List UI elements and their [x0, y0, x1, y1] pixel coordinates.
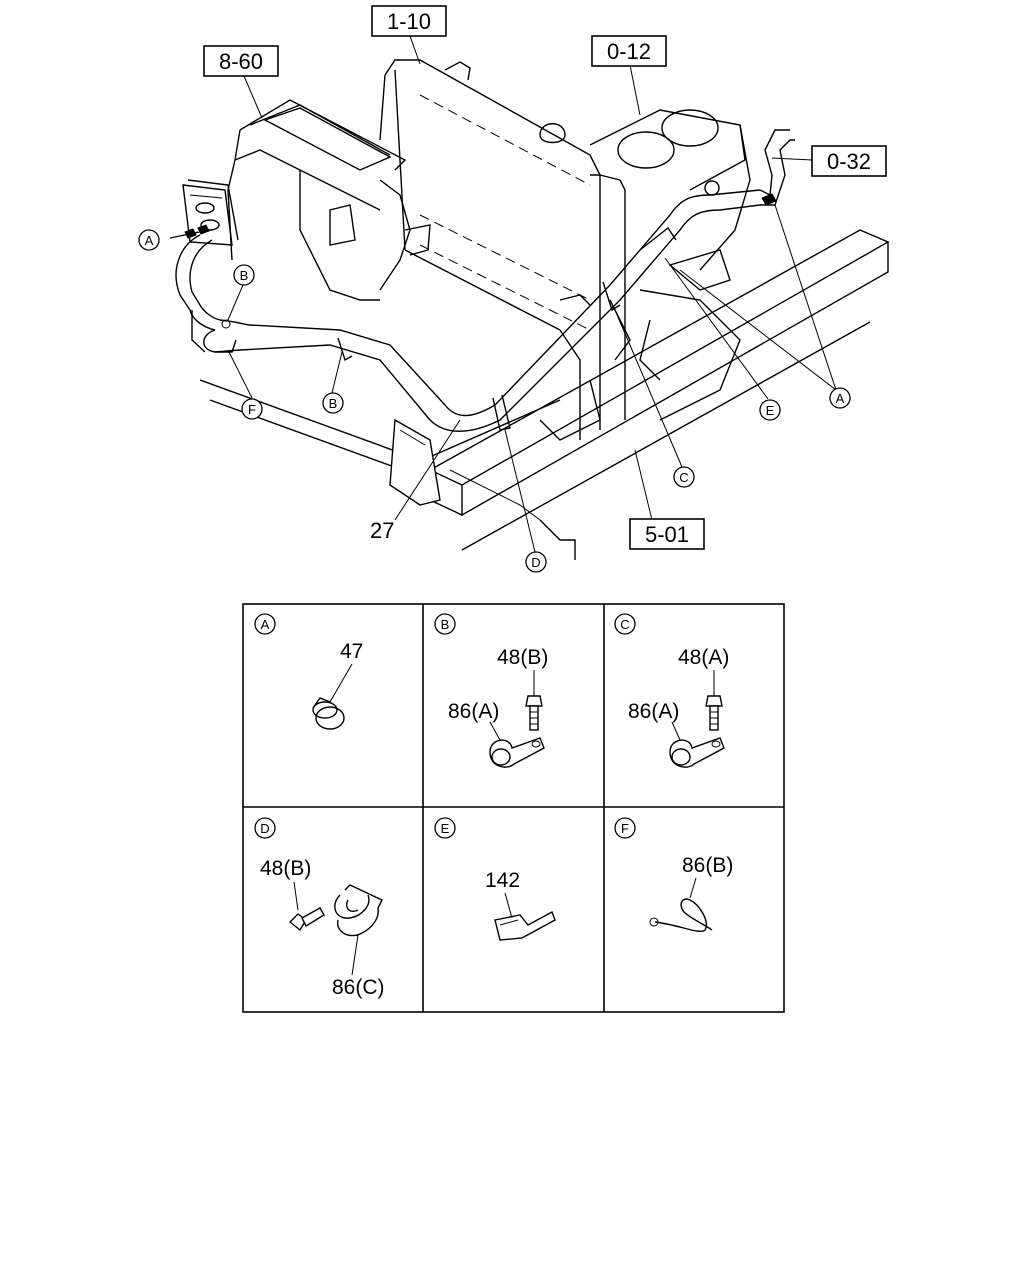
callout-e: E [759, 399, 781, 421]
bolt-icon [288, 881, 325, 932]
ref-box-0-12: 0-12 [591, 35, 667, 67]
svg-text:B: B [240, 268, 249, 283]
bracket-27-shape [389, 418, 441, 506]
clip-bracket-icon [489, 721, 545, 768]
detail-letter-b: B [441, 617, 450, 632]
svg-text:C: C [679, 470, 688, 485]
part-label-86a-cell-b: 86(A) [448, 700, 499, 723]
part-label-86b: 86(B) [682, 854, 733, 877]
ref-box-0-32: 0-32 [811, 145, 887, 177]
detail-grid: A 47 B 48(B) 86(A) [242, 603, 785, 1013]
detail-cell-b: B 48(B) 86(A) [434, 613, 548, 768]
part-label-48a: 48(A) [678, 646, 729, 669]
part-label-142: 142 [485, 869, 520, 892]
detail-letter-e: E [441, 821, 450, 836]
hose-clamp-icon [312, 663, 353, 730]
detail-cell-f: F 86(B) [614, 817, 733, 932]
ref-label-0-12: 0-12 [607, 39, 651, 64]
detail-cell-a: A 47 [254, 613, 363, 730]
detail-letter-a: A [261, 617, 270, 632]
part-label-86a-cell-c: 86(A) [628, 700, 679, 723]
callout-f: F [241, 398, 263, 420]
callout-a-right: A [829, 387, 851, 409]
main-exploded-view: 1-10 8-60 0-12 0-32 5-01 27 A B [138, 5, 890, 573]
heater-unit [227, 99, 431, 301]
part-label-27: 27 [370, 518, 394, 543]
ref-box-8-60: 8-60 [203, 45, 279, 77]
clip-bracket-icon [669, 721, 725, 768]
detail-letter-c: C [620, 617, 629, 632]
bolt-icon [705, 670, 723, 731]
part-label-86c: 86(C) [332, 976, 385, 999]
callout-b-lower: B [322, 392, 344, 414]
double-clamp-icon [334, 884, 383, 976]
ref-label-0-32: 0-32 [827, 149, 871, 174]
callout-d: D [525, 551, 547, 573]
callout-c: C [673, 466, 695, 488]
svg-text:B: B [329, 396, 338, 411]
detail-letter-f: F [621, 821, 629, 836]
bolt-icon [525, 670, 543, 731]
chassis-frame [199, 229, 890, 551]
ref-label-8-60: 8-60 [219, 49, 263, 74]
part-label-48b-cell-d: 48(B) [260, 857, 311, 880]
callout-a-left: A [138, 229, 160, 251]
ref-label-1-10: 1-10 [387, 9, 431, 34]
svg-text:F: F [248, 402, 256, 417]
heater-hoses [175, 129, 795, 432]
wire-clip-icon [649, 877, 713, 932]
detail-letter-d: D [260, 821, 269, 836]
detail-cell-e: E 142 [434, 817, 556, 941]
ref-label-5-01: 5-01 [645, 522, 689, 547]
detail-cell-d: D 48(B) 86(C) [254, 817, 385, 999]
bracket-plate-icon [494, 892, 556, 941]
hose-clips [184, 193, 777, 431]
part-label-48b-cell-b: 48(B) [497, 646, 548, 669]
part-label-47: 47 [340, 640, 363, 663]
svg-text:A: A [145, 233, 154, 248]
leader-lines [169, 35, 837, 553]
svg-text:E: E [766, 403, 775, 418]
detail-cell-c: C 48(A) 86(A) [614, 613, 729, 768]
svg-text:D: D [531, 555, 540, 570]
callout-b-upper: B [233, 264, 255, 286]
ref-box-1-10: 1-10 [371, 5, 447, 37]
svg-text:A: A [836, 391, 845, 406]
ref-box-5-01: 5-01 [629, 518, 705, 550]
radiator [379, 59, 626, 560]
